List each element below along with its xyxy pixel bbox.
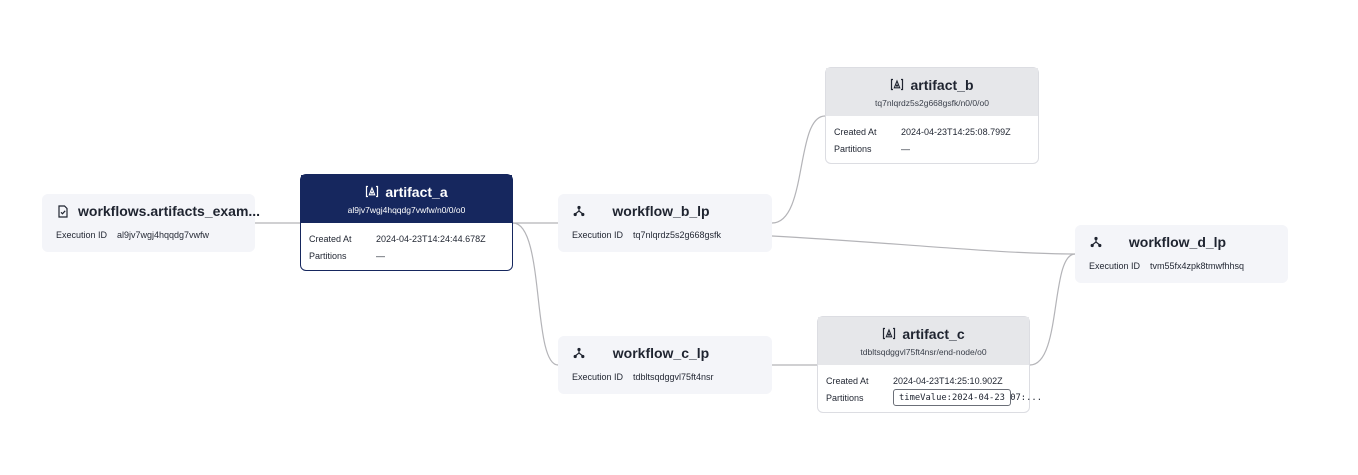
workflow-node-root[interactable]: workflows.artifacts_exam... Execution ID… xyxy=(42,194,260,252)
workflow-node-c[interactable]: workflow_c_lp Execution ID tdbltsqdggvl7… xyxy=(558,336,772,394)
workflow-icon xyxy=(1089,235,1103,249)
artifact-icon xyxy=(882,327,896,341)
workflow-title: workflows.artifacts_exam... xyxy=(78,203,261,219)
document-check-icon xyxy=(56,204,70,218)
artifact-uri: al9jv7wgj4hqqdg7vwfw/n0/0/o0 xyxy=(347,204,466,215)
artifact-title: artifact_c xyxy=(902,325,965,342)
partitions-label: Partitions xyxy=(309,250,347,261)
workflow-title: workflow_b_lp xyxy=(612,203,710,219)
created-at-label: Created At xyxy=(826,375,869,386)
created-at-value: 2024-04-23T14:25:10.902Z xyxy=(893,375,1003,386)
execution-id-label: Execution ID xyxy=(56,230,108,240)
artifact-icon xyxy=(365,185,379,199)
workflow-icon xyxy=(572,346,586,360)
execution-id-value: al9jv7wgj4hqqdg7vwfw xyxy=(117,230,210,240)
artifact-uri: tq7nlqrdz5s2g668gsfk/n0/0/o0 xyxy=(875,97,989,108)
edge-workflow-b-to-artifact-b xyxy=(771,115,826,224)
edge-workflow-b-to-workflow-d xyxy=(771,235,1076,255)
edge-artifact-a-to-workflow-c xyxy=(512,222,559,366)
partitions-label: Partitions xyxy=(826,392,864,403)
workflow-node-b[interactable]: workflow_b_lp Execution ID tq7nlqrdz5s2g… xyxy=(558,194,772,252)
execution-id-value: tvm55fx4zpk8tmwfhhsq xyxy=(1150,261,1245,271)
created-at-label: Created At xyxy=(834,126,877,137)
artifact-icon xyxy=(890,78,904,92)
artifact-node-b[interactable]: artifact_b tq7nlqrdz5s2g668gsfk/n0/0/o0 … xyxy=(825,67,1039,164)
created-at-label: Created At xyxy=(309,233,352,244)
execution-id-label: Execution ID xyxy=(572,230,624,240)
artifact-title: artifact_a xyxy=(385,183,448,200)
artifact-title: artifact_b xyxy=(910,76,974,93)
partition-chip[interactable]: timeValue:2024-04-23 07:... xyxy=(893,389,1042,406)
partitions-value: — xyxy=(376,250,385,261)
edge-artifact-c-to-workflow-d xyxy=(1029,253,1076,366)
workflow-node-d[interactable]: workflow_d_lp Execution ID tvm55fx4zpk8t… xyxy=(1075,225,1288,283)
artifact-node-c[interactable]: artifact_c tdbltsqdggvl75ft4nsr/end-node… xyxy=(817,316,1042,413)
execution-id-value: tq7nlqrdz5s2g668gsfk xyxy=(633,230,722,240)
partitions-value: — xyxy=(901,143,910,154)
created-at-value: 2024-04-23T14:24:44.678Z xyxy=(376,233,486,244)
created-at-value: 2024-04-23T14:25:08.799Z xyxy=(901,126,1011,137)
execution-id-label: Execution ID xyxy=(1089,261,1141,271)
partitions-label: Partitions xyxy=(834,143,872,154)
execution-id-value: tdbltsqdggvl75ft4nsr xyxy=(633,372,714,382)
workflow-title: workflow_d_lp xyxy=(1128,234,1227,250)
artifact-uri: tdbltsqdggvl75ft4nsr/end-node/o0 xyxy=(860,346,987,357)
execution-id-label: Execution ID xyxy=(572,372,624,382)
artifact-node-a[interactable]: artifact_a al9jv7wgj4hqqdg7vwfw/n0/0/o0 … xyxy=(300,174,513,271)
workflow-title: workflow_c_lp xyxy=(612,345,710,361)
workflow-icon xyxy=(572,204,586,218)
